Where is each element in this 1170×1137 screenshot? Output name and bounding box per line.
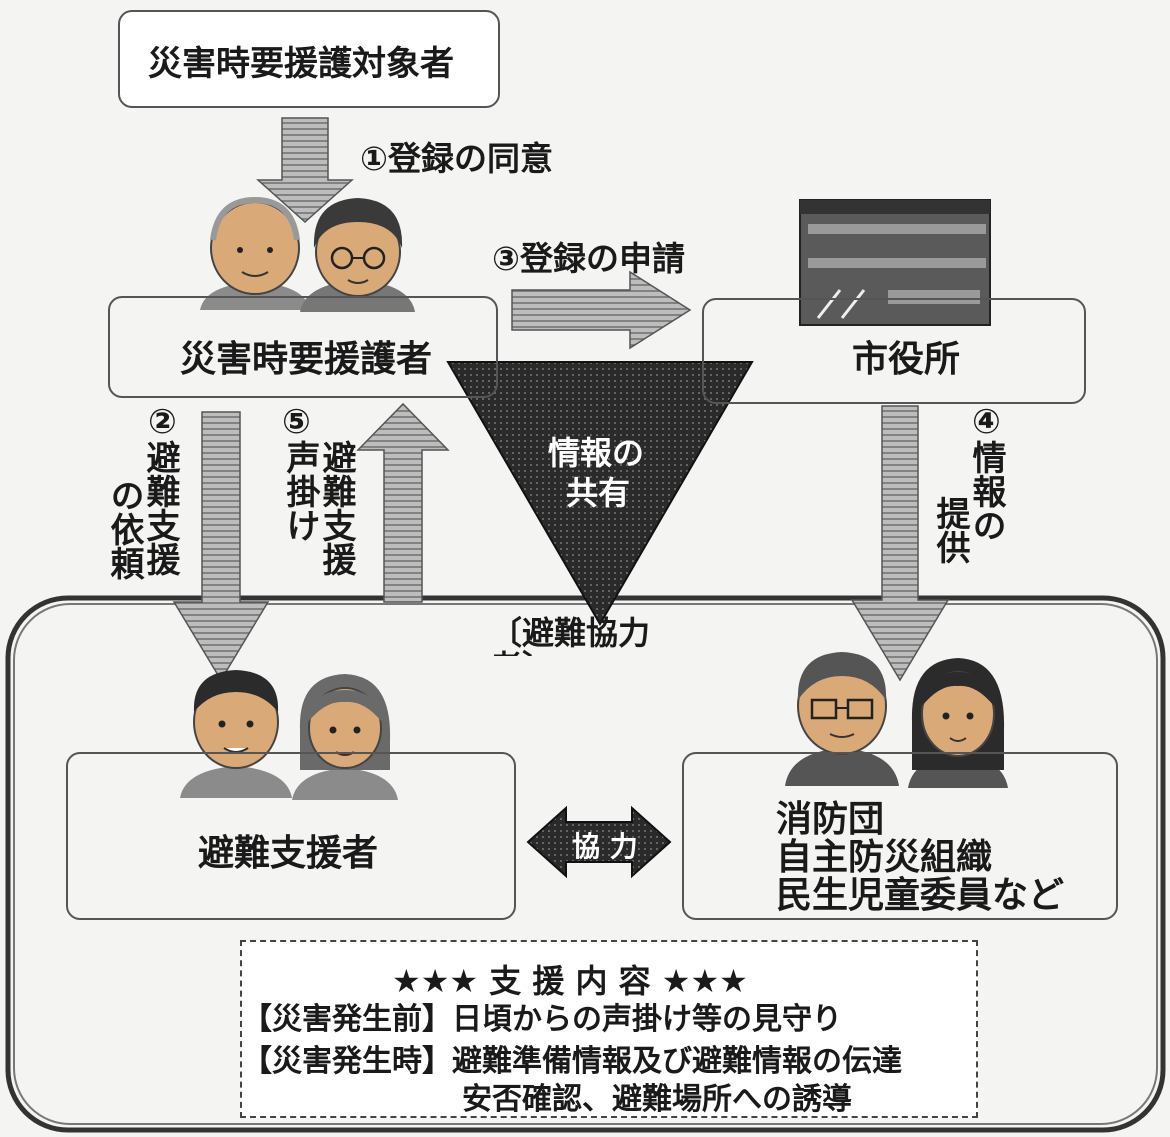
person-box bbox=[108, 296, 498, 398]
info-share-line2: 共有 bbox=[566, 474, 631, 512]
evacuation-support-calling-arrow bbox=[356, 402, 450, 603]
support-before: 【災害発生前】日頃からの声掛け等の見守り bbox=[242, 1002, 842, 1037]
evacuation-support-request-arrow bbox=[172, 411, 270, 682]
support-during-cont: 安否確認、避難場所への誘導 bbox=[462, 1082, 852, 1117]
group-caption: 〔避難協力 者〕 bbox=[490, 616, 651, 656]
supporter-label: 避難支援者 bbox=[198, 833, 379, 874]
orgs-box bbox=[682, 752, 1118, 920]
support-content-box: ★★★ 支 援 内 容 ★★★ 【災害発生前】日頃からの声掛け等の見守り 【災害… bbox=[240, 940, 978, 1118]
orgs-label-welfare-committee: 民生児童委員など bbox=[776, 875, 1065, 916]
support-title: ★★★ 支 援 内 容 ★★★ bbox=[392, 962, 748, 1000]
step1-label: ①登録の同意 bbox=[360, 139, 553, 178]
step2-number: ② bbox=[148, 402, 177, 442]
supporter-box bbox=[66, 752, 516, 920]
city-hall-building-icon bbox=[799, 199, 991, 326]
info-share-line1: 情報の bbox=[548, 434, 645, 472]
city-box bbox=[702, 298, 1086, 404]
community-workers-icon bbox=[785, 652, 1008, 788]
target-label: 災害時要援護対象者 bbox=[148, 44, 454, 84]
supporter-couple-icon bbox=[180, 670, 398, 800]
information-sharing-triangle bbox=[446, 361, 754, 626]
city-label: 市役所 bbox=[852, 339, 961, 380]
step5-col1: 避難支援 bbox=[316, 440, 356, 576]
step2-col1: 避難支援 bbox=[140, 440, 180, 576]
step4-number: ④ bbox=[972, 402, 1001, 442]
step5-number: ⑤ bbox=[282, 402, 311, 442]
person-label: 災害時要援護者 bbox=[180, 339, 433, 380]
cooperation-double-arrow bbox=[526, 805, 672, 879]
orgs-label-fire-brigade: 消防団 bbox=[776, 799, 885, 840]
information-provision-arrow bbox=[850, 405, 950, 682]
step2-col2: の依頼 bbox=[104, 478, 144, 580]
support-during: 【災害発生時】避難準備情報及び避難情報の伝達 bbox=[242, 1044, 902, 1079]
step5-col2: 声掛け bbox=[280, 440, 320, 542]
registration-application-arrow bbox=[511, 270, 692, 350]
cooperation-label: 協 力 bbox=[572, 830, 638, 863]
orgs-label-disaster-org: 自主防災組織 bbox=[776, 837, 993, 878]
step4-col2: 提供 bbox=[930, 496, 970, 564]
step4-col1: 情報の bbox=[966, 440, 1006, 542]
consent-arrow bbox=[256, 117, 354, 224]
target-box bbox=[118, 10, 500, 108]
step3-label: ③登録の申請 bbox=[492, 239, 685, 278]
